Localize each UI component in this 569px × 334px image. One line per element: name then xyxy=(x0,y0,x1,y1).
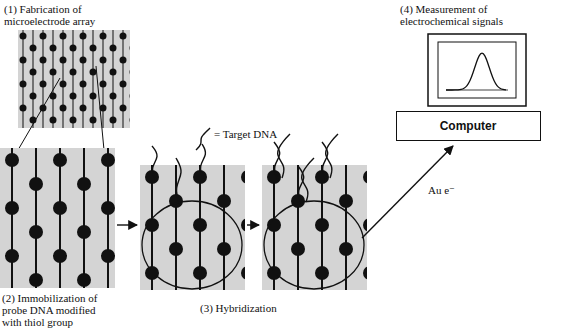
step-label: Au e⁻ xyxy=(428,184,455,196)
step-arrow xyxy=(247,224,259,225)
monitor xyxy=(428,34,526,106)
electrode-array xyxy=(18,30,130,128)
node-text: Computer xyxy=(440,119,497,133)
computer-box: Computer xyxy=(396,111,541,141)
target-dna xyxy=(326,134,338,178)
electrode-array xyxy=(0,148,115,288)
probe-dna xyxy=(201,144,206,180)
target-dna xyxy=(302,158,314,202)
zoom-circle xyxy=(142,201,242,289)
step-arrow xyxy=(117,224,137,225)
target-dna xyxy=(278,134,290,178)
probe-dna xyxy=(152,146,157,180)
step-label: (3) Hybridization xyxy=(200,302,277,314)
electrode-array xyxy=(262,165,367,290)
step-label: (4) Measurement of electrochemical signa… xyxy=(400,3,540,27)
zoom-circle xyxy=(264,201,364,289)
step-label: (1) Fabrication of microelectrode array xyxy=(4,3,122,27)
zoom-line xyxy=(18,66,104,150)
step-label: = Target DNA xyxy=(214,128,277,140)
electrode-array xyxy=(140,165,245,290)
step-label: (2) Immobilization of probe DNA modified… xyxy=(2,292,114,328)
probe-dna xyxy=(176,158,181,204)
target-dna-sample xyxy=(196,128,210,150)
